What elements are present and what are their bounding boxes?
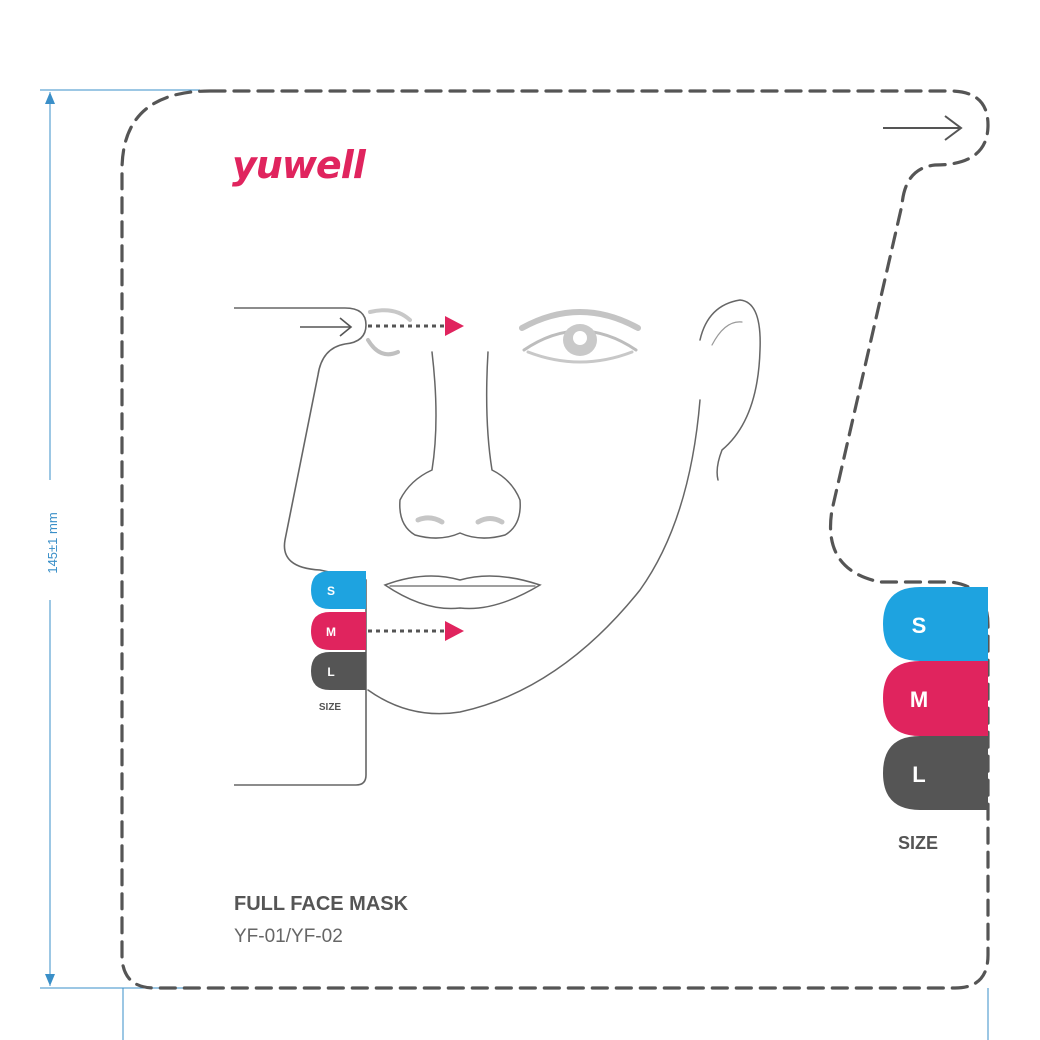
ear [699, 299, 761, 481]
gauge-template-outline [234, 307, 367, 786]
nose [399, 351, 521, 539]
size-tab-small-m: M [311, 612, 366, 650]
face-illustration [366, 299, 761, 715]
size-tab-large-s: S [883, 587, 988, 661]
inner-entry-arrow [300, 317, 353, 337]
size-caption-small: SIZE [319, 702, 342, 713]
size-tabs-small: S M L SIZE [311, 571, 366, 713]
dimension-indicator: 145±1 mm [40, 89, 200, 989]
size-tab-small-l: L [311, 652, 366, 690]
product-model: YF-01/YF-02 [234, 926, 343, 947]
size-caption-large: SIZE [898, 833, 938, 853]
mouth [383, 575, 542, 610]
cut-outline [120, 89, 990, 990]
top-right-arrow [883, 115, 963, 141]
dimension-arrow-top [45, 92, 55, 104]
chin-arrow [368, 621, 464, 641]
size-tab-small-s: S [311, 571, 366, 609]
size-tabs-large: S M L SIZE [883, 587, 988, 853]
dimension-label: 145±1 mm [45, 512, 60, 573]
right-eye [519, 309, 641, 364]
size-tab-small-l-label: L [327, 665, 334, 679]
left-eye [366, 308, 412, 357]
size-tab-large-l: L [883, 736, 988, 810]
size-tab-large-s-label: S [912, 613, 927, 638]
brand-logo: yuwell [232, 143, 367, 187]
size-tab-large-m: M [883, 661, 988, 736]
dimension-arrow-bottom [45, 974, 55, 986]
size-tab-small-s-label: S [327, 584, 335, 598]
size-tab-large-m-label: M [910, 687, 928, 712]
jaw-line [367, 399, 701, 715]
nose-bridge-arrow [368, 316, 464, 336]
left-nostril [415, 515, 445, 525]
right-nostril [475, 516, 505, 525]
size-tab-large-l-label: L [912, 762, 925, 787]
product-title: FULL FACE MASK [234, 893, 409, 915]
size-tab-small-m-label: M [326, 625, 336, 639]
